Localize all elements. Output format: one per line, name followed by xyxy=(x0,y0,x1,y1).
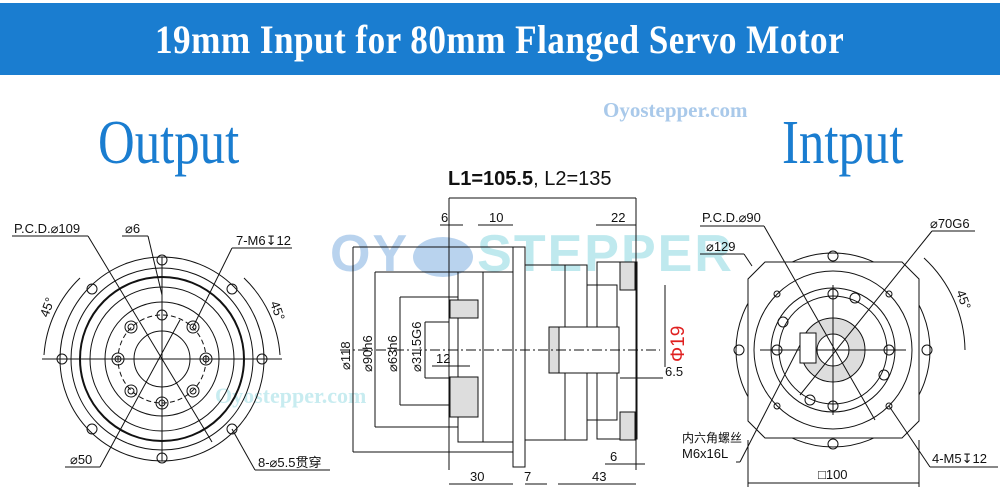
dim-dia-63: ⌀63h6 xyxy=(385,335,400,372)
title-banner: 19mm Input for 80mm Flanged Servo Motor xyxy=(0,3,1000,75)
dim-6-5: 6.5 xyxy=(665,364,683,379)
dim-square-100: □100 xyxy=(818,467,848,482)
dim-tap-m6: 7-M6↧12 xyxy=(236,233,291,248)
dim-7: 7 xyxy=(524,469,531,484)
dim-dia-50: ⌀50 xyxy=(70,452,92,467)
dim-angle-input: 45° xyxy=(953,288,974,312)
length-l2: , L2=135 xyxy=(533,168,612,190)
watermark-site-top: Oyostepper.com xyxy=(603,98,748,122)
dim-dia-118: ⌀118 xyxy=(338,341,353,370)
dim-screw: M6x16L xyxy=(682,446,728,461)
watermark-logo: OY STEPPER xyxy=(330,228,734,280)
watermark-logo-left: OY xyxy=(330,225,410,283)
length-l1: L1=105.5 xyxy=(448,168,534,190)
dim-tap-m5: 4-M5↧12 xyxy=(932,451,987,466)
dim-pcd-109: P.C.D.⌀109 xyxy=(14,221,80,236)
dim-angle-left: 45° xyxy=(37,295,58,319)
dim-43: 43 xyxy=(592,469,606,484)
input-flange-drawing xyxy=(700,225,998,487)
dim-dia-70: ⌀70G6 xyxy=(930,216,970,231)
dim-dia-129: ⌀129 xyxy=(706,239,736,254)
dim-10: 10 xyxy=(489,210,503,225)
watermark-logo-right: STEPPER xyxy=(477,225,734,283)
dim-22: 22 xyxy=(611,210,625,225)
dim-6: 6 xyxy=(441,210,448,225)
banner-title: 19mm Input for 80mm Flanged Servo Motor xyxy=(155,16,845,62)
output-label: Output xyxy=(98,109,240,177)
gear-logo-icon xyxy=(413,237,474,278)
dim-30: 30 xyxy=(470,469,484,484)
watermark-site-mid: Oyostepper.com xyxy=(215,383,367,408)
dim-dia-90: ⌀90h6 xyxy=(360,335,375,372)
input-label: Intput xyxy=(782,109,904,177)
dim-12: 12 xyxy=(436,351,450,366)
dim-screw-cn: 内六角螺丝 xyxy=(682,431,742,445)
side-section-drawing xyxy=(340,197,666,485)
dim-6-bottom: 6 xyxy=(610,449,617,464)
length-spec: L1=105.5, L2=135 xyxy=(448,168,612,191)
dim-dia-19: Φ19 xyxy=(668,326,689,362)
dim-pcd-90: P.C.D.⌀90 xyxy=(702,210,761,225)
dim-dia-31-5: ⌀31.5G6 xyxy=(409,322,424,372)
dim-dia-6: ⌀6 xyxy=(125,221,140,236)
output-flange-drawing xyxy=(12,235,330,471)
dim-holes: 8-⌀5.5贯穿 xyxy=(258,455,321,470)
dim-angle-right: 45° xyxy=(267,299,288,323)
